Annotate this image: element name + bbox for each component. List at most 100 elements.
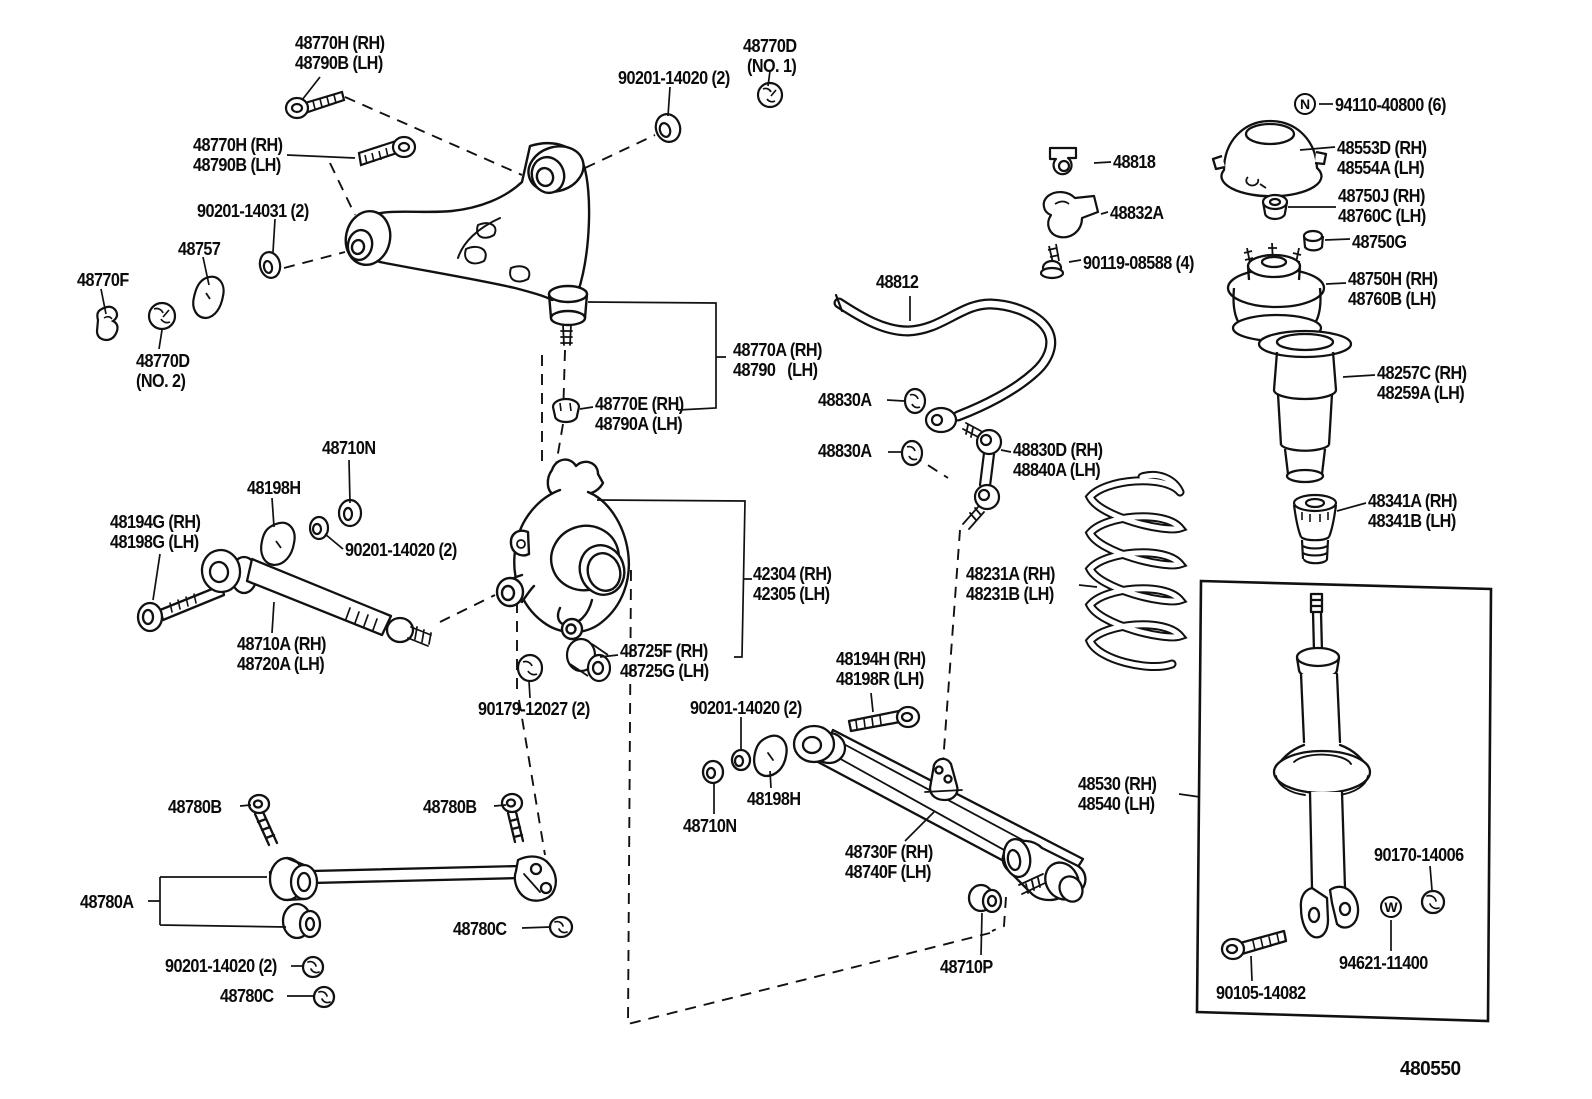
strut-rod-center-bushing	[268, 856, 319, 902]
strut-rod-48780a	[247, 792, 574, 1009]
washer-90201-14020-top	[654, 113, 682, 143]
part-label-line: 48720A (LH)	[237, 654, 325, 674]
part-label-line: 48780B	[423, 797, 477, 817]
part-label-48780a: 48780A	[80, 892, 134, 912]
part-label-line: 48198H	[747, 789, 801, 809]
rear-axle-carrier-knuckle	[495, 458, 630, 641]
part-label-48725f: 48725F (RH)48725G (LH)	[620, 641, 709, 681]
part-label-90201-14031: 90201-14031 (2)	[197, 201, 309, 221]
bushing-48725f	[565, 637, 612, 683]
part-label-line: 48770A (RH)	[733, 340, 822, 360]
lower-arm2-front-bushing	[792, 724, 847, 765]
part-label-48194g: 48194G (RH)48198G (LH)	[110, 512, 201, 552]
part-label-line: 48341B (LH)	[1368, 511, 1456, 531]
part-label-line: 94621-11400	[1339, 953, 1428, 973]
part-label-line: 90201-14020 (2)	[690, 698, 802, 718]
part-label-line: 48812	[876, 272, 919, 292]
part-label-48198h-2: 48198H	[747, 789, 801, 809]
part-label-48780c-1: 48780C	[453, 919, 507, 939]
part-label-line: 48770H (RH)	[193, 135, 283, 155]
part-label-line: 48780B	[168, 797, 222, 817]
part-label-48198h-1: 48198H	[247, 478, 301, 498]
part-label-line: 94110-40800 (6)	[1335, 95, 1446, 115]
part-label-48770d-no1: 48770D (NO. 1)	[743, 36, 797, 76]
part-label-line: 90119-08588 (4)	[1083, 253, 1194, 273]
part-label-line: (NO. 1)	[743, 56, 797, 76]
part-label-48710n-1: 48710N	[322, 438, 376, 458]
bolt-48194g	[136, 583, 226, 633]
bolt-90119-08588	[1039, 243, 1065, 280]
washer-90201-14020-low	[730, 748, 752, 772]
part-label-line: 48770D	[743, 36, 797, 56]
part-label-line: (NO. 2)	[136, 371, 186, 391]
washer-48710n-2	[701, 759, 725, 785]
part-label-48780b-2: 48780B	[423, 797, 477, 817]
part-label-48710n-2: 48710N	[683, 816, 737, 836]
part-label-48757: 48757	[178, 239, 221, 259]
part-label-48812: 48812	[876, 272, 919, 292]
part-label-42304: 42304 (RH)42305 (LH)	[753, 564, 832, 604]
washer-48830a-2	[900, 439, 924, 467]
part-label-line: 42304 (RH)	[753, 564, 832, 584]
part-label-line: 48740F (LH)	[845, 862, 931, 882]
nut-48750g	[1302, 229, 1325, 252]
part-label-line: 48198H	[247, 478, 301, 498]
part-label-90201-14020-low: 90201-14020 (2)	[690, 698, 802, 718]
part-label-line: 48530 (RH)	[1078, 774, 1157, 794]
nut-48770e	[551, 397, 581, 424]
part-label-line: 48710A (RH)	[237, 634, 326, 654]
part-label-48341a: 48341A (RH)48341B (LH)	[1368, 491, 1457, 531]
upper-arm-ball-joint	[547, 284, 589, 346]
part-label-line: 48757	[178, 239, 221, 259]
washer-48780c-1	[548, 915, 574, 939]
lower-arm2-rear-end	[1001, 838, 1087, 903]
part-label-line: 48818	[1113, 152, 1156, 172]
part-label-line: 48760B (LH)	[1348, 289, 1436, 309]
part-label-line: 48760C (LH)	[1338, 206, 1426, 226]
part-label-48257c: 48257C (RH)48259A (LH)	[1377, 363, 1467, 403]
part-label-48770h-lower: 48770H (RH)48790B (LH)	[193, 135, 283, 175]
lower-arm-no1	[136, 548, 432, 647]
cam-plate-48198h-2	[753, 734, 788, 778]
part-label-line: 48725F (RH)	[620, 641, 708, 661]
part-label-line: 48830A	[818, 390, 872, 410]
part-label-line: 48194H (RH)	[836, 649, 926, 669]
bolt-90105-14082	[1220, 929, 1288, 961]
part-label-line: 48790 (LH)	[733, 360, 818, 380]
part-label-48750g: 48750G	[1352, 232, 1407, 252]
figure-number: 480550	[1400, 1058, 1461, 1080]
part-label-48730f: 48730F (RH)48740F (LH)	[845, 842, 933, 882]
part-label-48770e: 48770E (RH)48790A (LH)	[595, 394, 684, 434]
stabilizer-link-48830d	[962, 422, 1003, 530]
part-label-48780b-1: 48780B	[168, 797, 222, 817]
lower-arm1-ball-end	[385, 616, 432, 647]
part-label-line: 48554A (LH)	[1337, 158, 1425, 178]
bolt-48770h-2	[357, 135, 417, 167]
part-label-line: 48780C	[220, 986, 274, 1006]
upper-control-arm	[344, 142, 591, 346]
part-label-90170-14006: 90170-14006	[1374, 845, 1464, 865]
clamp-48818	[1048, 146, 1078, 176]
coil-spring	[1084, 470, 1188, 672]
bolt-48194h	[847, 705, 921, 733]
washer-48830a-1	[903, 387, 927, 415]
washer-90201-14020-mid	[308, 515, 330, 541]
part-label-line: 48710N	[322, 438, 376, 458]
dust-cover-48257c	[1257, 329, 1353, 484]
shock-lower-fork	[1299, 885, 1360, 939]
part-label-line: 48231A (RH)	[966, 564, 1055, 584]
bump-stop-48341a	[1292, 493, 1338, 565]
part-label-94110-40800: 94110-40800 (6)	[1335, 95, 1446, 115]
support-48750h	[1226, 242, 1326, 343]
part-label-line: 90105-14082	[1216, 983, 1306, 1003]
part-label-line: 48790B (LH)	[193, 155, 281, 175]
bolt-48770h-1	[284, 90, 346, 120]
part-label-90119-08588: 90119-08588 (4)	[1083, 253, 1194, 273]
part-label-line: 48750H (RH)	[1348, 269, 1438, 289]
part-label-line: 48710N	[683, 816, 737, 836]
nut-48770d-no2	[147, 301, 177, 331]
part-label-line: 90201-14020 (2)	[165, 956, 277, 976]
part-label-line: 48553D (RH)	[1337, 138, 1427, 158]
part-label-90179-12027: 90179-12027 (2)	[478, 699, 590, 719]
